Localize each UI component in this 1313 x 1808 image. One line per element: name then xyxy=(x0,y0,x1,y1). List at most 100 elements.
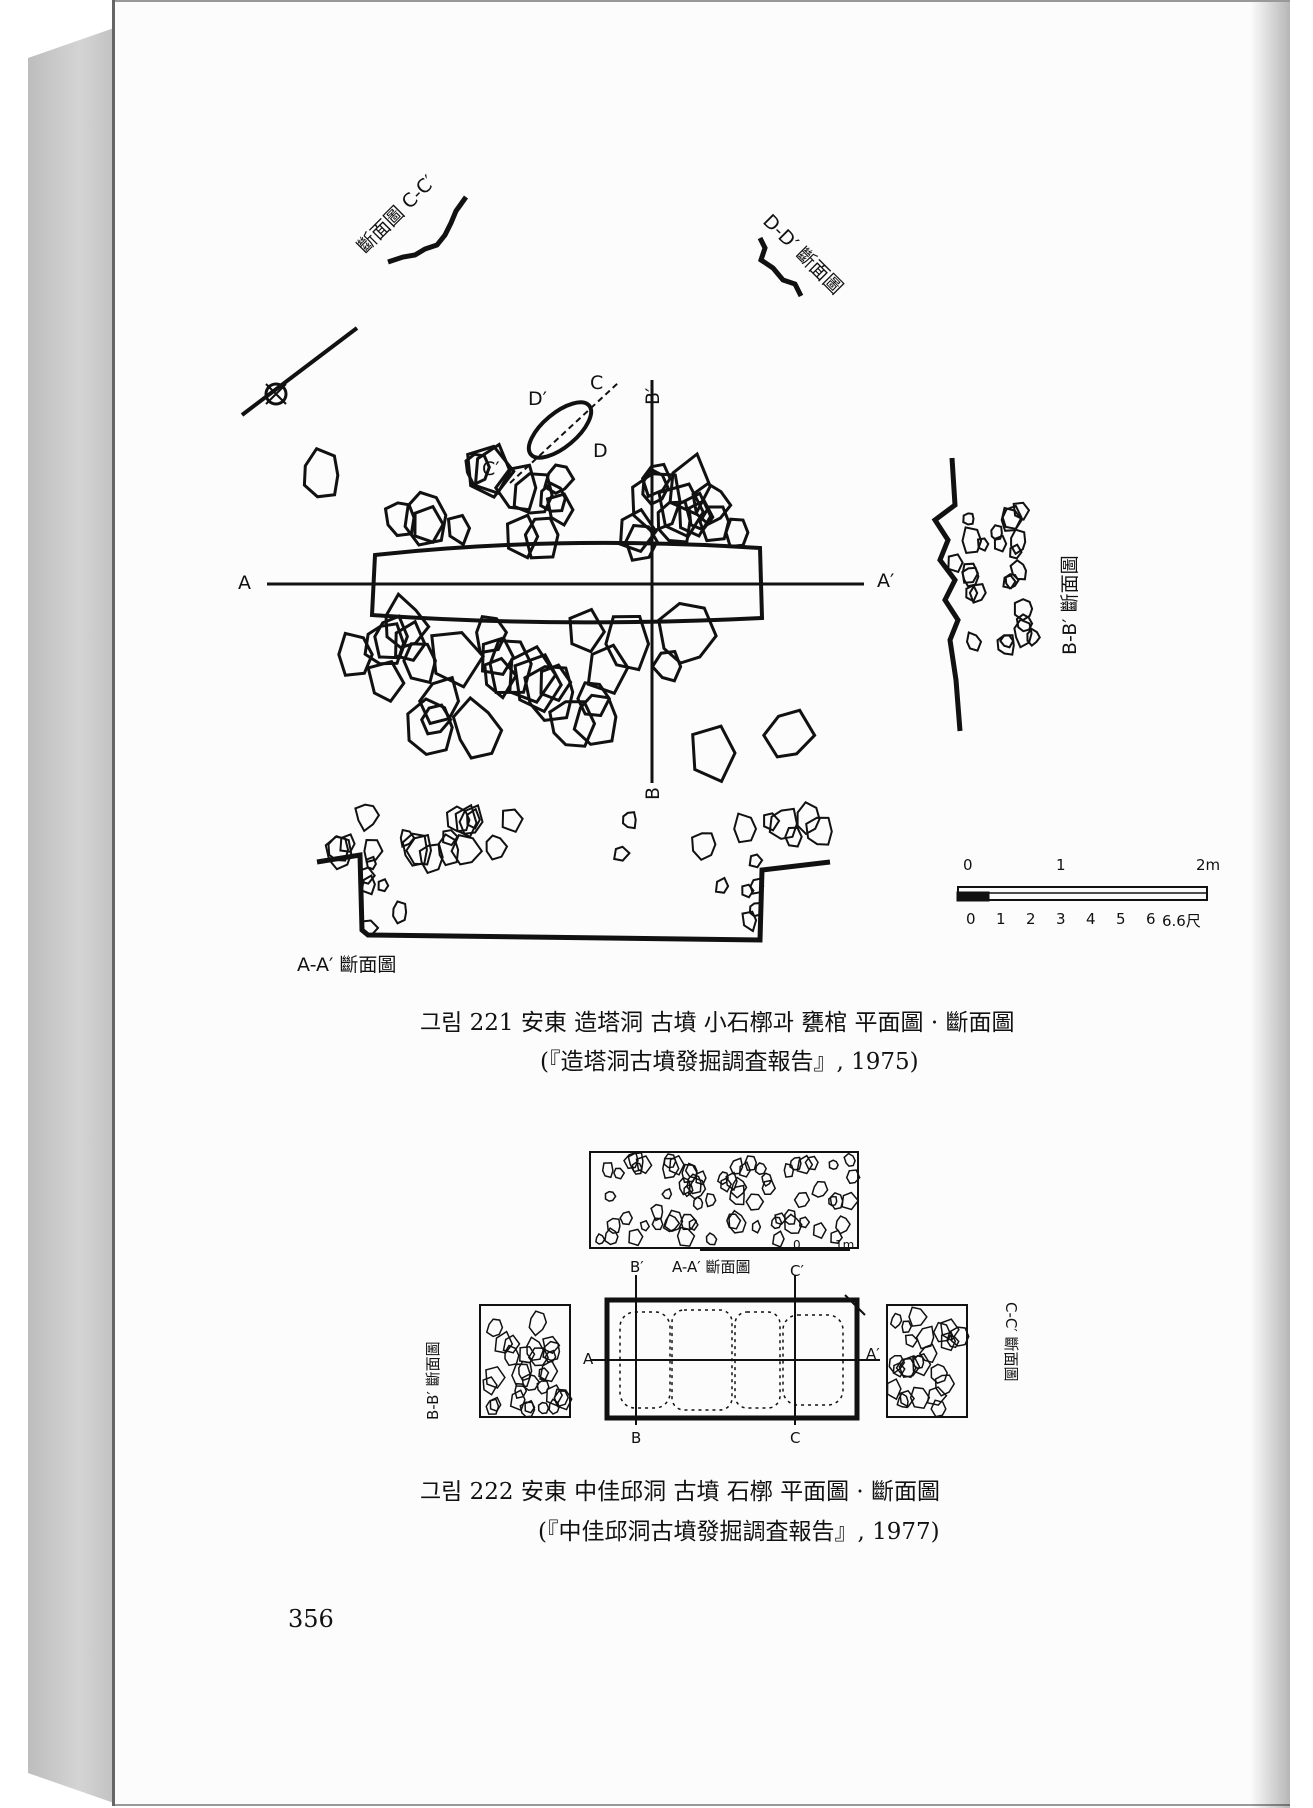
stone xyxy=(473,442,512,495)
stone xyxy=(804,1155,819,1171)
stone xyxy=(526,1336,545,1361)
stone xyxy=(961,526,983,554)
stone xyxy=(485,834,509,861)
stone xyxy=(545,1384,564,1407)
north-cross-icon xyxy=(265,383,287,405)
book-spine-edge xyxy=(112,0,115,1806)
fig222-bb-section xyxy=(479,1304,571,1418)
stone xyxy=(360,919,380,937)
stone xyxy=(996,634,1015,656)
stone xyxy=(538,1367,550,1381)
stone xyxy=(339,833,356,853)
stone xyxy=(770,1216,783,1230)
stone xyxy=(835,1215,851,1235)
stone xyxy=(908,1306,928,1327)
stones-fig222-cc xyxy=(886,1306,970,1418)
stone xyxy=(606,1217,621,1234)
stone xyxy=(761,708,817,759)
stone xyxy=(485,1398,500,1415)
stone xyxy=(899,1389,916,1408)
figure-221-source: (『造塔洞古墳發掘調査報告』, 1975) xyxy=(540,1049,919,1075)
stone xyxy=(961,562,980,584)
stone xyxy=(939,1318,960,1342)
stone xyxy=(511,1363,532,1388)
stone xyxy=(889,1312,903,1329)
north-circle-icon xyxy=(264,382,288,406)
stone xyxy=(895,1357,917,1379)
stone xyxy=(805,816,833,846)
stones-section-bb xyxy=(947,501,1041,656)
stone xyxy=(845,1169,861,1185)
stone xyxy=(771,1230,785,1248)
stone xyxy=(691,481,733,526)
stone xyxy=(676,1226,696,1247)
stone xyxy=(657,482,706,539)
stone xyxy=(399,828,416,848)
stone xyxy=(688,1218,699,1232)
stone xyxy=(686,1173,702,1195)
stone xyxy=(604,1227,619,1246)
stone xyxy=(485,1365,506,1389)
fig222-label-section-bb: B-B′ 斷面圖 xyxy=(424,1341,442,1420)
scale-bottom-1: 1 xyxy=(996,910,1006,928)
stone xyxy=(683,1184,694,1198)
stone xyxy=(720,1177,733,1193)
stone xyxy=(728,1209,747,1234)
stones-fig222-bb xyxy=(482,1310,573,1418)
stone xyxy=(680,1213,698,1231)
stone xyxy=(692,1196,704,1211)
stone xyxy=(442,829,459,847)
label-section-bb: B-B′ 斷面圖 xyxy=(1059,555,1081,655)
fig222-scale-1m: 1m xyxy=(835,1238,855,1252)
stone xyxy=(613,845,631,862)
stone xyxy=(901,1320,913,1334)
stone xyxy=(1009,559,1028,581)
stone xyxy=(668,1154,685,1176)
label-c: C xyxy=(590,372,604,394)
label-section-aa: A-A′ 斷面圖 xyxy=(297,954,397,976)
stone xyxy=(1004,573,1020,590)
fig222-label-a: A xyxy=(583,1350,594,1368)
stone xyxy=(650,649,683,683)
stone xyxy=(888,1354,906,1375)
stone xyxy=(619,1210,634,1226)
stone xyxy=(450,834,484,866)
stone xyxy=(524,1399,536,1414)
scale-bottom-4: 4 xyxy=(1086,910,1096,928)
stone xyxy=(601,1162,614,1179)
stone xyxy=(990,524,1003,541)
stone xyxy=(445,805,471,833)
stone xyxy=(523,665,575,722)
label-d: D xyxy=(593,440,608,462)
stone xyxy=(1002,574,1017,590)
stone xyxy=(965,631,983,652)
stone xyxy=(749,877,765,895)
label-b: B xyxy=(642,786,664,800)
stone xyxy=(915,1325,935,1350)
stone xyxy=(512,472,554,515)
stone xyxy=(618,507,658,554)
stone xyxy=(494,1330,514,1354)
fig222-label-c: C xyxy=(790,1429,801,1447)
stone xyxy=(505,513,540,560)
stone xyxy=(714,876,730,894)
north-line xyxy=(240,326,359,417)
stone xyxy=(930,1399,947,1418)
stone xyxy=(539,663,573,703)
stone xyxy=(999,634,1015,649)
stone xyxy=(521,1373,541,1391)
stone xyxy=(337,631,374,677)
stone xyxy=(466,807,481,830)
stone xyxy=(1001,504,1023,530)
stone xyxy=(405,833,433,866)
stone xyxy=(768,807,798,840)
figure-222-caption: 그림 222 安東 中佳邱洞 古墳 石槨 平面圖 · 斷面圖 xyxy=(420,1479,941,1505)
stone xyxy=(741,883,755,899)
stone xyxy=(663,1153,677,1169)
stone xyxy=(1000,506,1023,532)
stone xyxy=(664,1209,684,1233)
stone xyxy=(968,582,987,604)
stone xyxy=(1009,543,1023,560)
stone xyxy=(485,1318,504,1338)
stone xyxy=(358,866,376,885)
